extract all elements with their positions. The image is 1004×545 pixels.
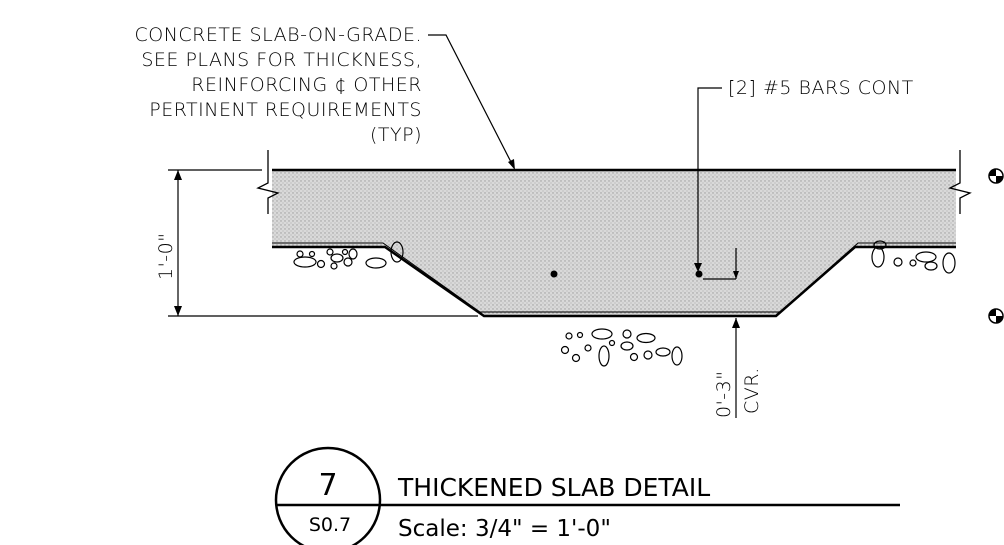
detail-title: THICKENED SLAB DETAIL <box>397 473 710 502</box>
slab-note-line-2: SEE PLANS FOR THICKNESS, <box>141 49 422 71</box>
detail-number: 7 <box>318 468 337 503</box>
elevation-marker-icon <box>988 168 1004 184</box>
elevation-marker-icon <box>988 308 1004 324</box>
break-line-left <box>256 150 280 214</box>
slab-note: CONCRETE SLAB-ON-GRADE. SEE PLANS FOR TH… <box>134 24 422 146</box>
slab-note-line-4: PERTINENT REQUIREMENTS <box>149 99 422 121</box>
break-line-right <box>948 150 972 214</box>
gravel-fill <box>293 240 956 367</box>
depth-dimension-label: 1'-0" <box>155 233 177 281</box>
concrete-slab-section <box>272 170 956 316</box>
rebar-dot <box>695 270 703 278</box>
detail-bubble <box>274 446 382 545</box>
rebar-dot <box>550 270 558 278</box>
depth-dimension <box>168 169 478 317</box>
slab-note-line-1: CONCRETE SLAB-ON-GRADE. <box>134 24 422 46</box>
sheet-number: S0.7 <box>309 514 351 536</box>
bars-note: [2] #5 BARS CONT <box>728 77 914 99</box>
bars-leader <box>694 87 722 272</box>
slab-note-line-3: REINFORCING ¢ OTHER <box>191 74 422 96</box>
slab-leader <box>428 34 515 170</box>
detail-scale: Scale: 3/4" = 1'-0" <box>398 516 611 542</box>
slab-note-line-5: (TYP) <box>370 124 422 146</box>
bar-cover-marker <box>703 248 739 280</box>
cover-dimension <box>732 318 740 418</box>
cover-abbrev-label: CVR. <box>741 367 763 414</box>
cover-dimension-label: 0'-3" <box>713 371 735 419</box>
